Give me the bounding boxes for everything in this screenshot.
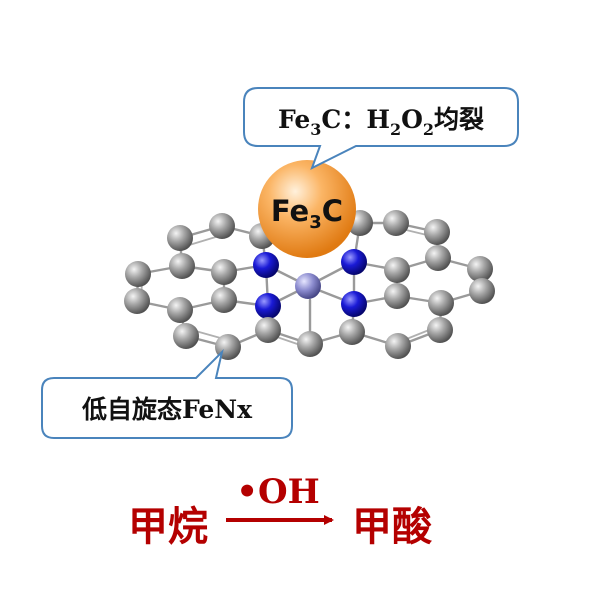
nitrogen-atom [253, 252, 279, 278]
double-bond [185, 235, 220, 247]
callout-bottom: 低自旋态FeNx [41, 348, 293, 439]
carbon-atom [384, 283, 410, 309]
nitrogen-atom [341, 291, 367, 317]
callout-bottom-label: 低自旋态FeNx [81, 395, 253, 424]
callout-top-c: C： [321, 105, 366, 134]
fe3c-particle-subscript: 3 [309, 212, 322, 233]
carbon-atom [167, 297, 193, 323]
callout-top-h: H [366, 105, 390, 134]
carbon-atom [424, 219, 450, 245]
nitrogen-atom [255, 293, 281, 319]
carbon-atom [339, 319, 365, 345]
product-label: 甲酸 [352, 503, 433, 550]
carbon-atom [211, 259, 237, 285]
callout-top-sub3: 3 [310, 120, 321, 139]
carbon-atom [428, 290, 454, 316]
fe3c-particle: Fe3C [258, 160, 356, 258]
carbon-atom [167, 225, 193, 251]
carbon-atom [469, 278, 495, 304]
fe3c-particle-fe: Fe [271, 194, 309, 228]
atoms-layer [124, 210, 495, 360]
carbon-atom [425, 245, 451, 271]
carbon-atom [255, 317, 281, 343]
iron-atom [295, 273, 321, 299]
callout-top-bubble [243, 87, 519, 171]
carbon-atom [383, 210, 409, 236]
fe3c-particle-c: C [322, 194, 343, 228]
carbon-atom [124, 288, 150, 314]
carbon-atom [125, 261, 151, 287]
reactant-label: 甲烷 [128, 503, 208, 550]
callout-top-sub2b: 2 [423, 120, 434, 139]
callout-top-sub2a: 2 [390, 120, 401, 139]
carbon-atom [297, 331, 323, 357]
carbon-atom [385, 333, 411, 359]
radical-label: •OH [236, 472, 319, 512]
fe3c-sphere [258, 160, 356, 258]
callout-top-homolysis: 均裂 [434, 105, 484, 134]
callout-bottom-bubble [41, 348, 293, 439]
callout-top: Fe3C：H2O2均裂 [243, 87, 519, 171]
carbon-atom [169, 253, 195, 279]
nitrogen-atom [341, 249, 367, 275]
carbon-atom [427, 317, 453, 343]
callout-top-label: Fe3C：H2O2均裂 [278, 105, 484, 139]
carbon-atom [384, 257, 410, 283]
fe3c-particle-label: Fe3C [271, 194, 343, 233]
reaction-scheme: 甲烷 •OH 甲酸 [128, 472, 433, 550]
carbon-atom [173, 323, 199, 349]
callout-top-fe: Fe [278, 105, 310, 134]
carbon-atom [209, 213, 235, 239]
carbon-atom [211, 287, 237, 313]
callout-top-o: O [401, 105, 423, 134]
carbon-atom [467, 256, 493, 282]
